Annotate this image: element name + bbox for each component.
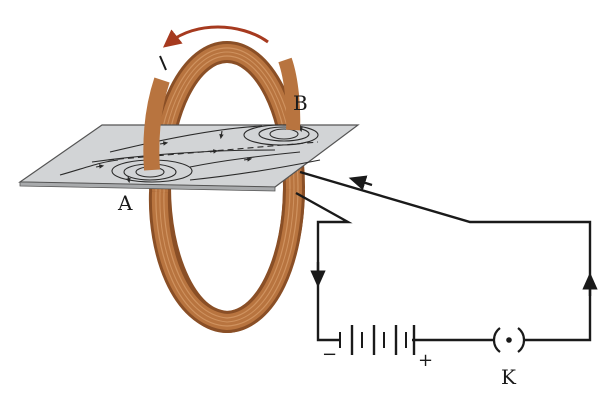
label-battery-positive: + — [418, 350, 433, 371]
battery-icon — [339, 325, 416, 355]
label-b: B — [293, 91, 308, 115]
coil-front — [143, 55, 305, 334]
magnetic-field-lines — [59, 124, 321, 184]
label-a: A — [117, 191, 133, 215]
cardboard-plane — [18, 124, 360, 188]
circuit-wires — [295, 170, 592, 342]
plug-key-icon[interactable] — [492, 327, 526, 353]
curved-arrow-icon — [162, 25, 269, 48]
label-battery-negative: − — [322, 344, 337, 365]
label-k: K — [501, 365, 517, 389]
cardboard-plane-edge — [19, 181, 276, 192]
current-arrow-top-wire — [348, 175, 373, 191]
